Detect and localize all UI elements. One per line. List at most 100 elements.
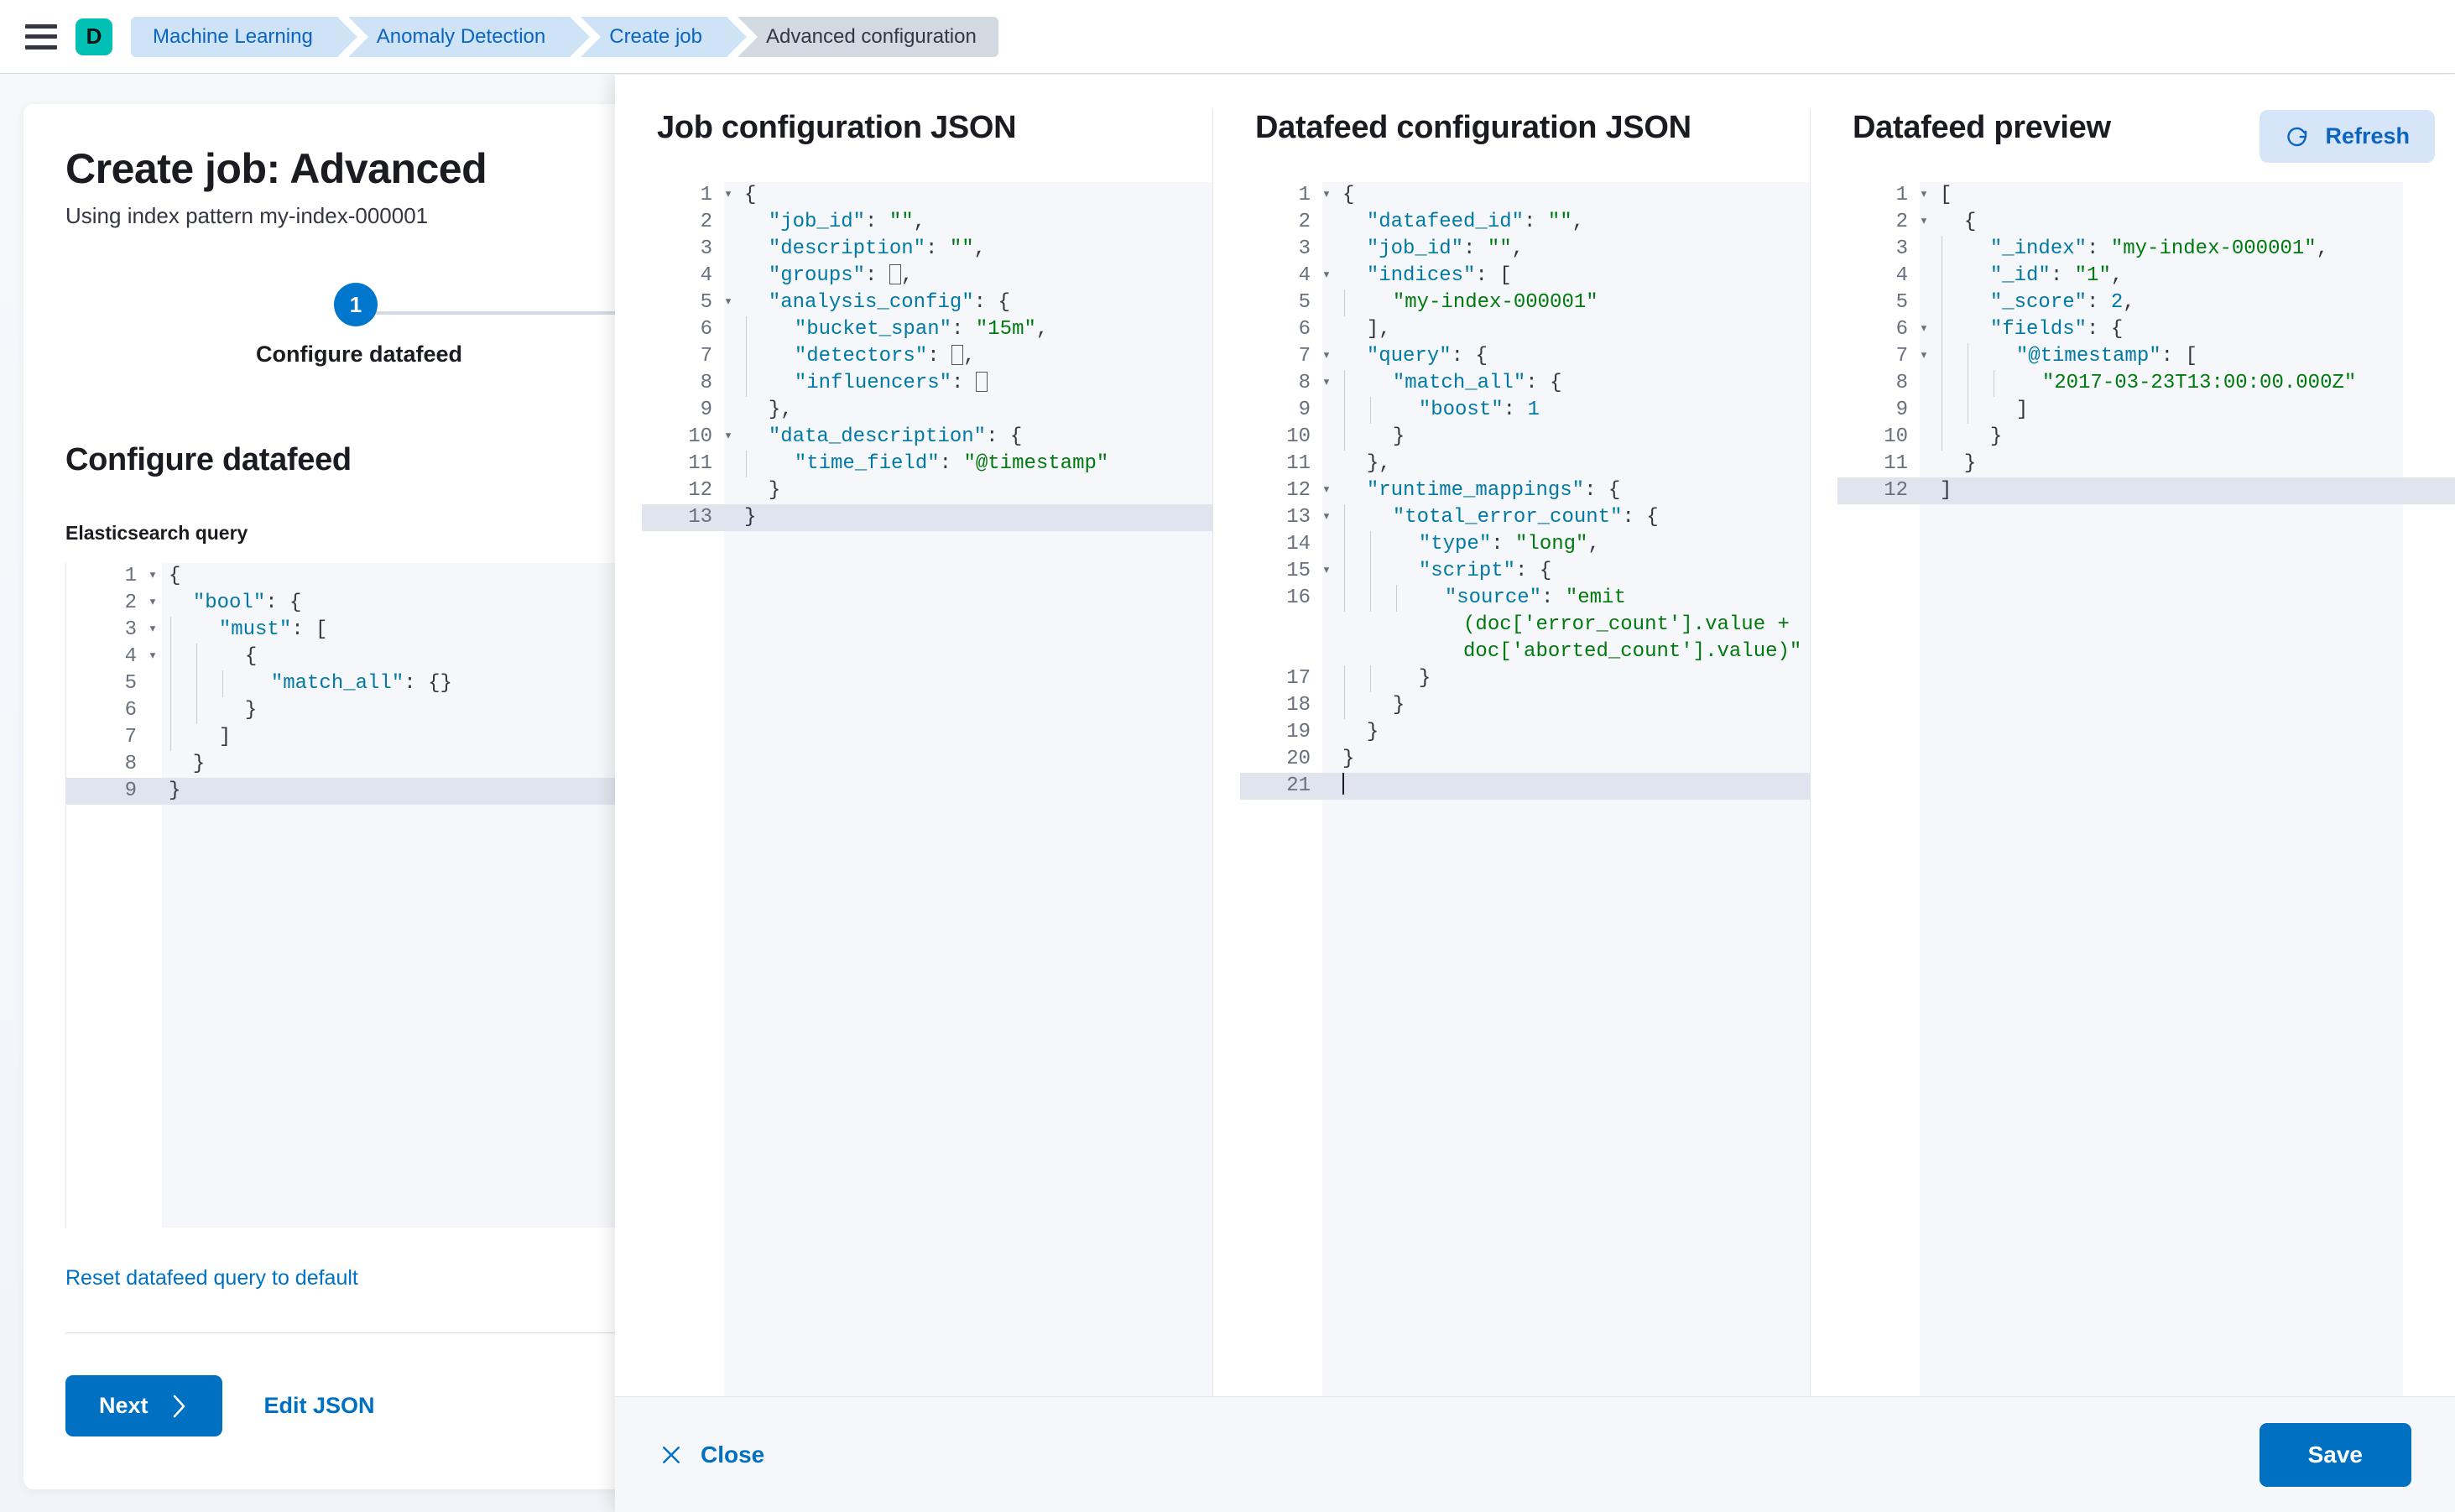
editor-line[interactable]: 8 "2017-03-23T13:00:00.000Z"	[1837, 370, 2455, 397]
next-button[interactable]: Next	[65, 1375, 222, 1436]
stepper-step-1[interactable]: 1	[334, 283, 378, 326]
fold-arrow-icon[interactable]: ▾	[723, 187, 733, 203]
datafeed-configuration-editor[interactable]: 1▾{2 "datafeed_id": "",3 "job_id": "",4▾…	[1213, 182, 1810, 1396]
editor-line[interactable]: 20}	[1240, 746, 1810, 773]
fold-arrow-icon[interactable]: ▾	[1321, 482, 1332, 498]
empty-array-glyph	[951, 345, 964, 365]
editor-line[interactable]: 12▾ "runtime_mappings": {	[1240, 477, 1810, 504]
fold-arrow-icon[interactable]: ▾	[148, 595, 158, 611]
fold-arrow-icon[interactable]: ▾	[1321, 563, 1332, 579]
line-content: },	[768, 399, 793, 421]
editor-line[interactable]: 2▾ "bool": {	[66, 590, 1054, 617]
fold-arrow-icon[interactable]: ▾	[1919, 321, 1929, 337]
line-number: 4	[124, 645, 137, 668]
editor-line[interactable]: 13▾ "total_error_count": {	[1240, 504, 1810, 531]
breadcrumb-item-advanced-configuration[interactable]: Advanced configuration	[737, 16, 998, 57]
fold-arrow-icon[interactable]: ▾	[1919, 214, 1929, 230]
editor-line[interactable]: 1▾[	[1837, 182, 2455, 209]
editor-line[interactable]: 2▾ {	[1837, 209, 2455, 236]
fold-arrow-icon[interactable]: ▾	[1321, 348, 1332, 364]
fold-arrow-icon[interactable]: ▾	[1321, 509, 1332, 525]
save-button[interactable]: Save	[2259, 1422, 2411, 1487]
breadcrumb-item-create-job[interactable]: Create job	[581, 16, 747, 57]
refresh-button[interactable]: Refresh	[2260, 110, 2435, 163]
editor-line[interactable]: 9 },	[642, 397, 1212, 424]
editor-line[interactable]: 1▾{	[1240, 182, 1810, 209]
editor-line[interactable]: 11 "time_field": "@timestamp"	[642, 451, 1212, 477]
line-content: "influencers":	[738, 370, 1212, 397]
line-number: 8	[124, 753, 137, 775]
job-configuration-editor[interactable]: 1▾{2 "job_id": "",3 "description": "",4 …	[615, 182, 1212, 1396]
editor-line[interactable]: 7▾ "query": {	[1240, 343, 1810, 370]
editor-line[interactable]: 5 "my-index-000001"	[1240, 289, 1810, 316]
editor-line[interactable]: 10 }	[1240, 424, 1810, 451]
editor-line[interactable]: 12 }	[642, 477, 1212, 504]
fold-arrow-icon[interactable]: ▾	[1919, 187, 1929, 203]
hamburger-menu-icon[interactable]	[25, 23, 57, 50]
editor-line[interactable]: 17 }	[1240, 665, 1810, 692]
editor-line[interactable]: 4▾ {	[66, 644, 1054, 670]
fold-arrow-icon[interactable]: ▾	[723, 429, 733, 445]
editor-line[interactable]: 5 "match_all": {}	[66, 670, 1054, 697]
fold-arrow-icon[interactable]: ▾	[148, 622, 158, 638]
line-content	[1336, 773, 1810, 800]
datafeed-configuration-column: Datafeed configuration JSON 1▾{2 "datafe…	[1212, 110, 1810, 1396]
editor-line[interactable]: 7 ]	[66, 724, 1054, 751]
datafeed-preview-editor[interactable]: 1▾[2▾ {3 "_index": "my-index-000001",4 "…	[1811, 182, 2455, 1396]
line-number: 2	[124, 592, 137, 614]
fold-arrow-icon[interactable]: ▾	[1321, 375, 1332, 391]
fold-arrow-icon[interactable]: ▾	[1919, 348, 1929, 364]
editor-line[interactable]: 6▾ "fields": {	[1837, 316, 2455, 343]
editor-line[interactable]: 3▾ "must": [	[66, 617, 1054, 644]
editor-line[interactable]: 3 "_index": "my-index-000001",	[1837, 236, 2455, 263]
editor-line[interactable]: 6 }	[66, 697, 1054, 724]
close-button[interactable]: Close	[659, 1442, 764, 1468]
breadcrumb-item-machine-learning[interactable]: Machine Learning	[131, 16, 357, 57]
editor-line[interactable]: 3 "job_id": "",	[1240, 236, 1810, 263]
editor-line[interactable]: 4 "_id": "1",	[1837, 263, 2455, 289]
editor-line[interactable]: 1▾{	[66, 563, 1054, 590]
editor-line[interactable]: 4 "groups": ,	[642, 263, 1212, 289]
app-logo[interactable]: D	[76, 18, 112, 55]
fold-arrow-icon[interactable]: ▾	[1321, 187, 1332, 203]
editor-line[interactable]: 9 ]	[1837, 397, 2455, 424]
editor-line[interactable]: 10 }	[1837, 424, 2455, 451]
reset-datafeed-query-link[interactable]: Reset datafeed query to default	[65, 1266, 358, 1290]
line-number: 13	[688, 506, 712, 529]
editor-line[interactable]: 11 },	[1240, 451, 1810, 477]
editor-line[interactable]: 5 "_score": 2,	[1837, 289, 2455, 316]
editor-line[interactable]: 7▾ "@timestamp": [	[1837, 343, 2455, 370]
breadcrumb-item-anomaly-detection[interactable]: Anomaly Detection	[347, 16, 591, 57]
editor-line[interactable]: 1▾{	[642, 182, 1212, 209]
editor-line[interactable]: 13}	[642, 504, 1212, 531]
editor-line[interactable]: 19 }	[1240, 719, 1810, 746]
editor-line[interactable]: 16 "source": "emit (doc['error_count'].v…	[1240, 585, 1810, 665]
editor-line[interactable]: 2 "datafeed_id": "",	[1240, 209, 1810, 236]
editor-line[interactable]: 8 }	[66, 751, 1054, 778]
edit-json-button[interactable]: Edit JSON	[263, 1393, 375, 1418]
editor-line[interactable]: 10▾ "data_description": {	[642, 424, 1212, 451]
editor-line[interactable]: 5▾ "analysis_config": {	[642, 289, 1212, 316]
fold-arrow-icon[interactable]: ▾	[1321, 268, 1332, 284]
fold-arrow-icon[interactable]: ▾	[723, 295, 733, 310]
line-number: 7	[1895, 345, 1908, 368]
editor-line[interactable]: 18 }	[1240, 692, 1810, 719]
editor-line[interactable]: 8▾ "match_all": {	[1240, 370, 1810, 397]
editor-line[interactable]: 21	[1240, 773, 1810, 800]
editor-line[interactable]: 3 "description": "",	[642, 236, 1212, 263]
editor-line[interactable]: 12]	[1837, 477, 2455, 504]
fold-arrow-icon[interactable]: ▾	[148, 568, 158, 584]
editor-line[interactable]: 15▾ "script": {	[1240, 558, 1810, 585]
editor-line[interactable]: 11 }	[1837, 451, 2455, 477]
editor-line[interactable]: 14 "type": "long",	[1240, 531, 1810, 558]
editor-line[interactable]: 4▾ "indices": [	[1240, 263, 1810, 289]
editor-line[interactable]: 8 "influencers":	[642, 370, 1212, 397]
editor-line[interactable]: 7 "detectors": ,	[642, 343, 1212, 370]
fold-arrow-icon[interactable]: ▾	[148, 649, 158, 665]
editor-line[interactable]: 6 "bucket_span": "15m",	[642, 316, 1212, 343]
line-content: "match_all": {	[1336, 370, 1810, 397]
page-subtitle: Using index pattern my-index-000001	[65, 203, 429, 228]
editor-line[interactable]: 6 ],	[1240, 316, 1810, 343]
editor-line[interactable]: 9 "boost": 1	[1240, 397, 1810, 424]
editor-line[interactable]: 2 "job_id": "",	[642, 209, 1212, 236]
